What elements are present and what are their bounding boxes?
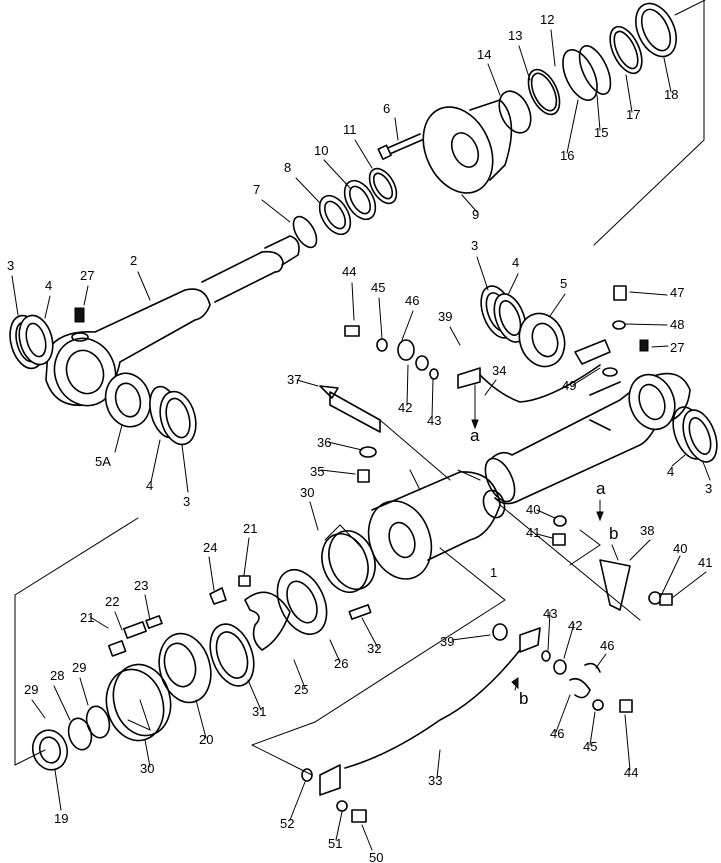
- label-49: 49: [562, 378, 576, 393]
- label-37: 37: [287, 372, 301, 387]
- label-36: 36: [317, 435, 331, 450]
- bottom-bushing-group: [480, 285, 718, 463]
- label-10: 10: [314, 143, 328, 158]
- label-4: 4: [146, 478, 153, 493]
- assembly-boundary-lines: [14, 419, 641, 776]
- reference-b: b: [609, 524, 618, 543]
- label-12: 12: [540, 12, 554, 27]
- label-45: 45: [583, 739, 597, 754]
- label-22: 22: [105, 594, 119, 609]
- label-21: 21: [243, 521, 257, 536]
- label-35: 35: [310, 464, 324, 479]
- piston-assembly: [31, 471, 506, 771]
- label-13: 13: [508, 28, 522, 43]
- label-25: 25: [294, 682, 308, 697]
- piping-group: [301, 285, 673, 823]
- label-6: 6: [383, 101, 390, 116]
- label-46: 46: [405, 293, 419, 308]
- label-41: 41: [526, 525, 540, 540]
- label-5a: 5A: [95, 454, 111, 469]
- cylinder-tube: [484, 339, 691, 505]
- label-3: 3: [7, 258, 14, 273]
- label-46: 46: [600, 638, 614, 653]
- label-29: 29: [72, 660, 86, 675]
- label-27: 27: [670, 340, 684, 355]
- label-44: 44: [342, 264, 356, 279]
- label-24: 24: [203, 540, 217, 555]
- label-45: 45: [371, 280, 385, 295]
- reference-b: b: [519, 689, 528, 708]
- label-43: 43: [427, 413, 441, 428]
- label-3: 3: [183, 494, 190, 509]
- rod-end-bushing-left: [9, 314, 197, 446]
- label-42: 42: [568, 618, 582, 633]
- label-20: 20: [199, 732, 213, 747]
- part-labels: 1 2 3 3 3 3 4 4 4 4 5 5A 6 7 8 9 10 11 1…: [7, 12, 712, 863]
- label-1: 1: [490, 565, 497, 580]
- label-7: 7: [253, 182, 260, 197]
- reference-a: a: [470, 426, 480, 445]
- label-33: 33: [428, 773, 442, 788]
- label-48: 48: [670, 317, 684, 332]
- label-18: 18: [664, 87, 678, 102]
- label-34: 34: [492, 363, 506, 378]
- label-30: 30: [140, 761, 154, 776]
- label-44: 44: [624, 765, 638, 780]
- label-40: 40: [673, 541, 687, 556]
- label-38: 38: [640, 523, 654, 538]
- label-41: 41: [698, 555, 712, 570]
- reference-a: a: [596, 479, 606, 498]
- label-30: 30: [300, 485, 314, 500]
- label-3: 3: [471, 238, 478, 253]
- label-47: 47: [670, 285, 684, 300]
- label-50: 50: [369, 850, 383, 863]
- label-26: 26: [334, 656, 348, 671]
- label-2: 2: [130, 253, 137, 268]
- label-28: 28: [50, 668, 64, 683]
- label-39: 39: [440, 634, 454, 649]
- label-4: 4: [667, 464, 674, 479]
- label-40: 40: [526, 502, 540, 517]
- label-46: 46: [550, 726, 564, 741]
- piston-rod: [45, 235, 300, 407]
- label-52: 52: [280, 816, 294, 831]
- label-42: 42: [398, 400, 412, 415]
- label-8: 8: [284, 160, 291, 175]
- label-3: 3: [705, 481, 712, 496]
- label-9: 9: [472, 207, 479, 222]
- label-39: 39: [438, 309, 452, 324]
- label-4: 4: [512, 255, 519, 270]
- label-21: 21: [80, 610, 94, 625]
- leader-lines: [11, 29, 711, 851]
- label-15: 15: [594, 125, 608, 140]
- label-23: 23: [134, 578, 148, 593]
- label-51: 51: [328, 836, 342, 851]
- label-19: 19: [54, 811, 68, 826]
- label-5: 5: [560, 276, 567, 291]
- rod-packing-group: [292, 0, 706, 249]
- label-16: 16: [560, 148, 574, 163]
- label-17: 17: [626, 107, 640, 122]
- label-4: 4: [45, 278, 52, 293]
- label-31: 31: [252, 704, 266, 719]
- label-27: 27: [80, 268, 94, 283]
- label-14: 14: [477, 47, 491, 62]
- label-29: 29: [24, 682, 38, 697]
- label-11: 11: [343, 122, 357, 137]
- label-32: 32: [367, 641, 381, 656]
